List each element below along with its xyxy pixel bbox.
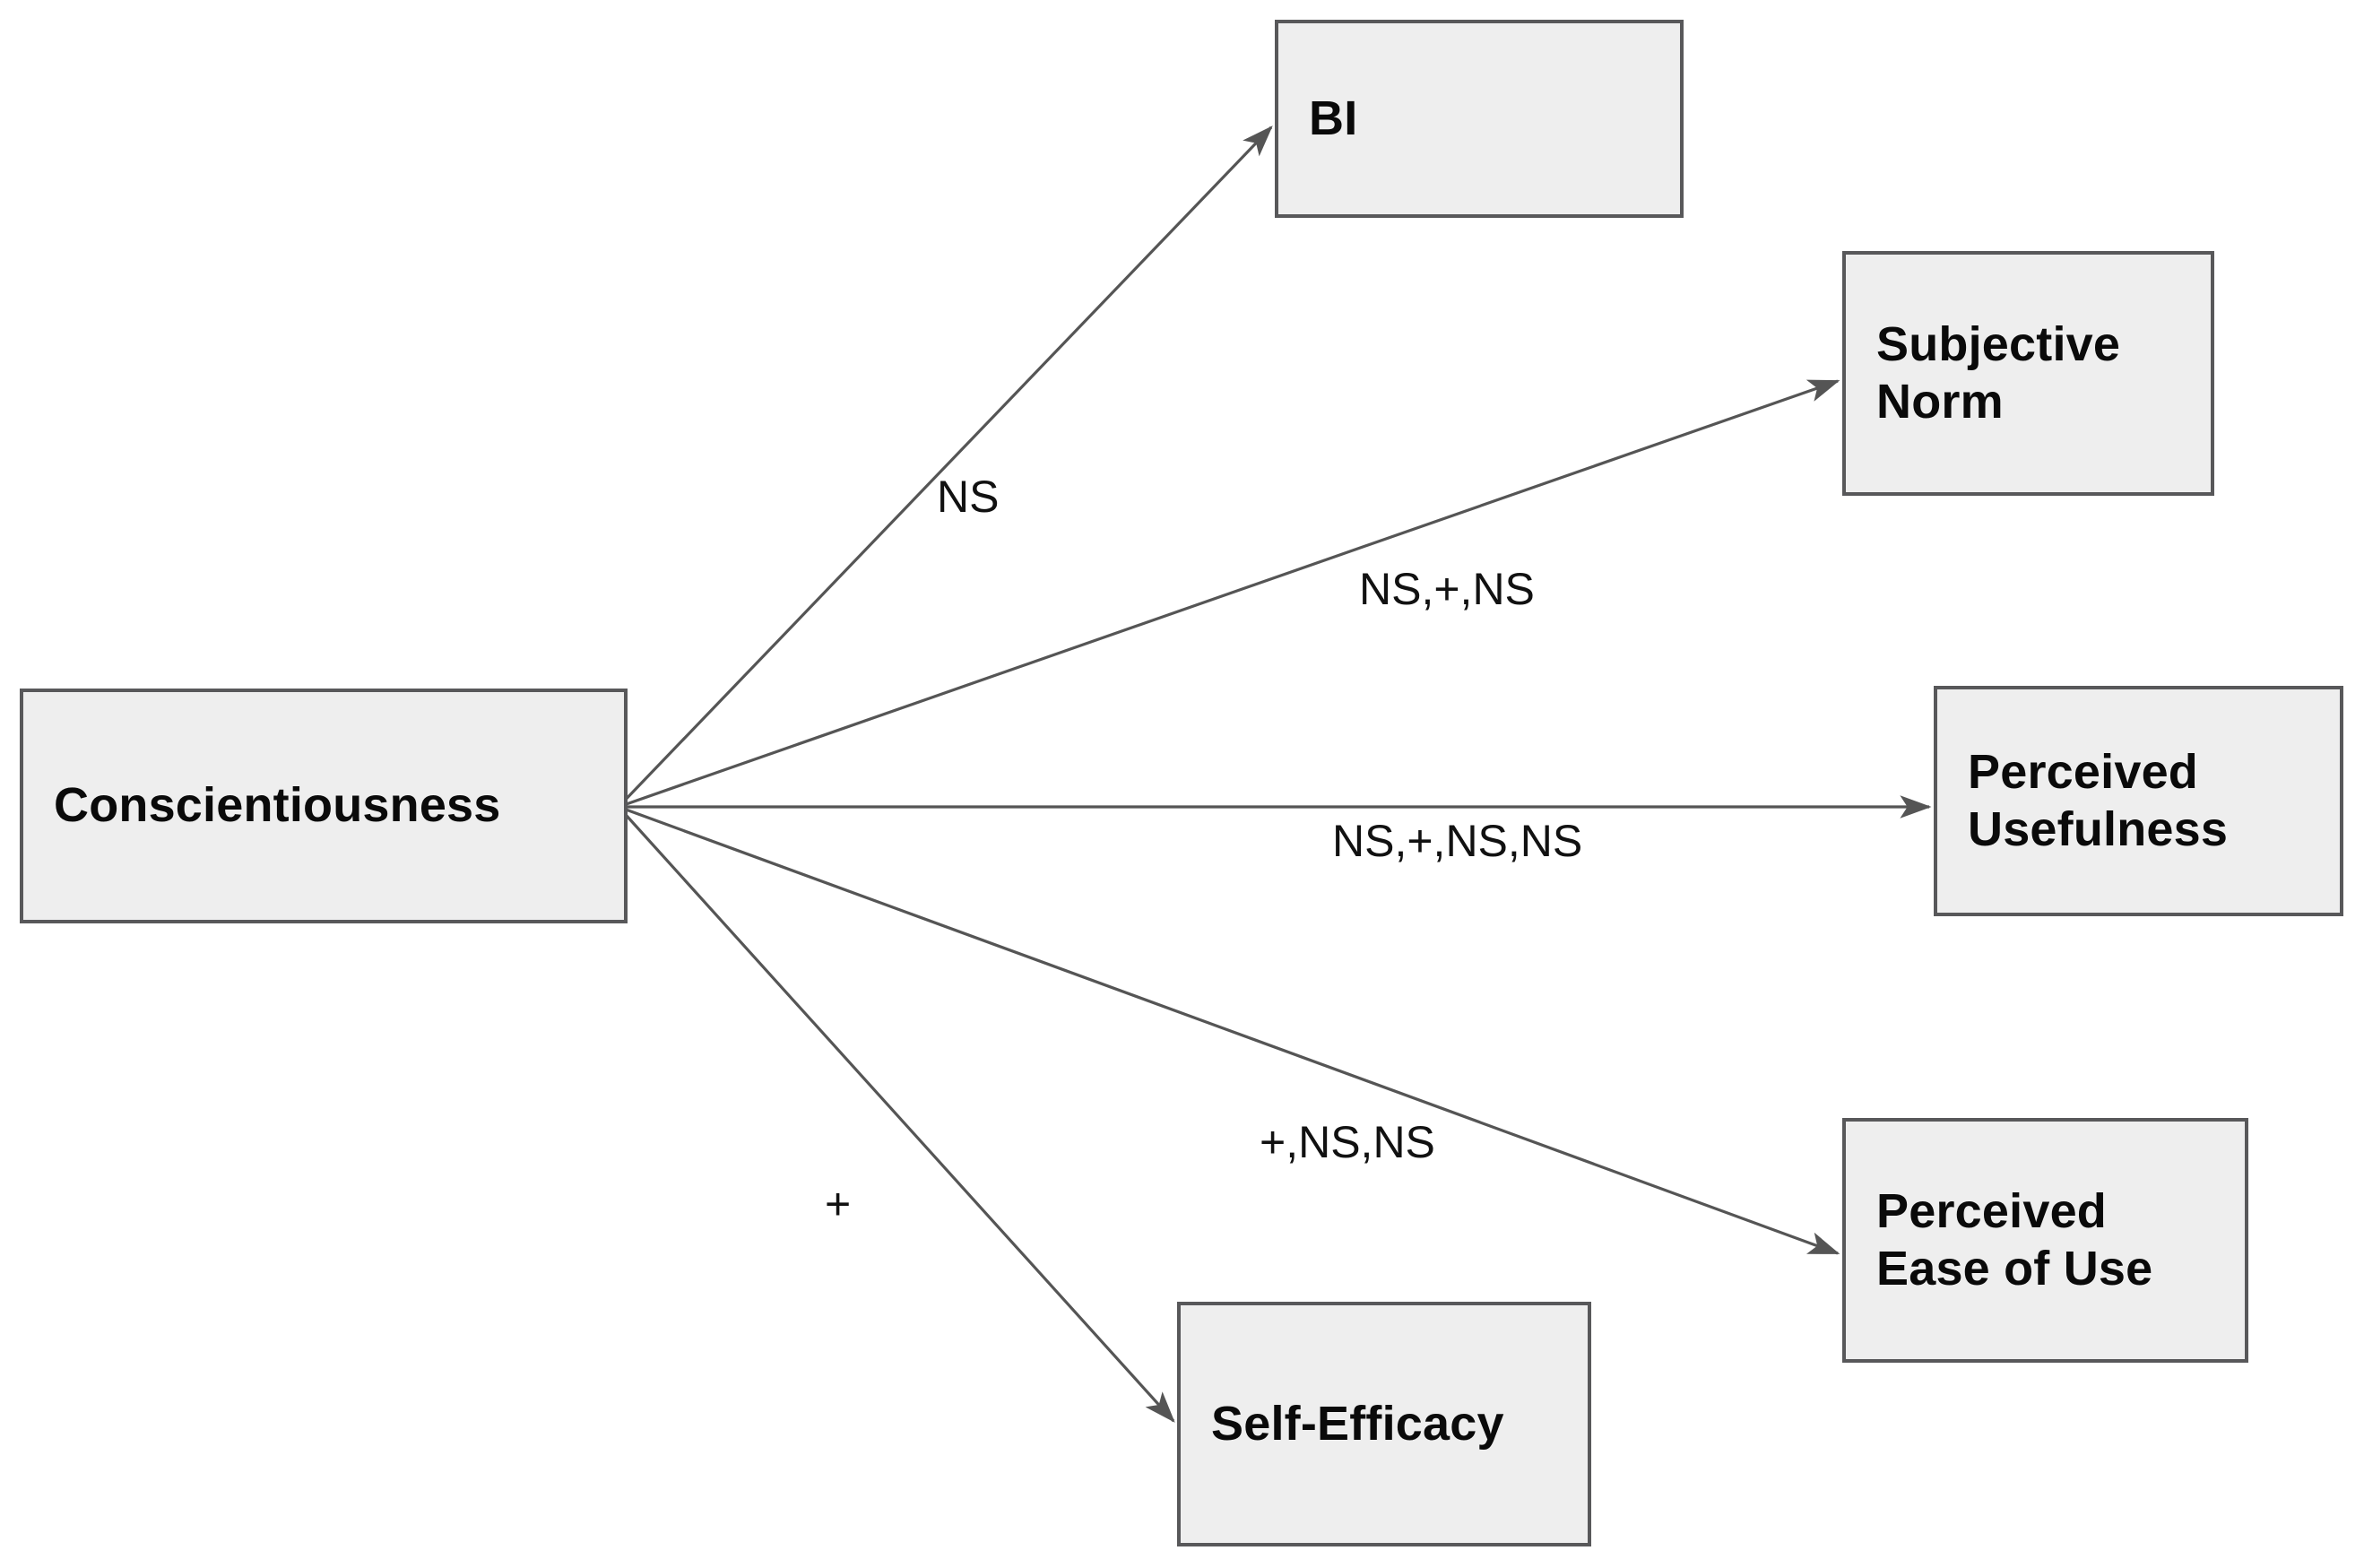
node-label-perceived-ease-of-use: Perceived Ease of Use <box>1876 1183 2153 1295</box>
node-perceived-usefulness[interactable]: Perceived Usefulness <box>1934 686 2343 916</box>
edge-label-perceived-usefulness: NS,+,NS,NS <box>1332 816 1583 866</box>
node-bi[interactable]: BI <box>1275 20 1684 218</box>
node-perceived-ease-of-use[interactable]: Perceived Ease of Use <box>1842 1118 2248 1363</box>
node-subjective-norm[interactable]: Subjective Norm <box>1842 251 2214 496</box>
edge-label-perceived-ease-of-use: +,NS,NS <box>1260 1117 1435 1167</box>
node-label-self-efficacy: Self-Efficacy <box>1211 1396 1504 1451</box>
edge-label-subjective-norm: NS,+,NS <box>1359 564 1535 614</box>
edge-label-bi: NS <box>937 472 1000 522</box>
edge-conscientiousness-self-efficacy <box>617 805 1175 1423</box>
node-label-bi: BI <box>1309 91 1358 145</box>
edge-label-self-efficacy: + <box>825 1179 852 1229</box>
node-self-efficacy[interactable]: Self-Efficacy <box>1177 1302 1591 1546</box>
node-label-subjective-norm: Subjective Norm <box>1876 316 2121 429</box>
edge-conscientiousness-perceived-ease-of-use <box>618 805 1840 1255</box>
edge-conscientiousness-bi <box>617 126 1273 809</box>
node-label-perceived-usefulness: Perceived Usefulness <box>1968 744 2229 856</box>
edge-conscientiousness-subjective-norm <box>618 379 1840 809</box>
node-conscientiousness[interactable]: Conscientiousness <box>20 689 628 923</box>
node-label-conscientiousness: Conscientiousness <box>54 778 501 833</box>
